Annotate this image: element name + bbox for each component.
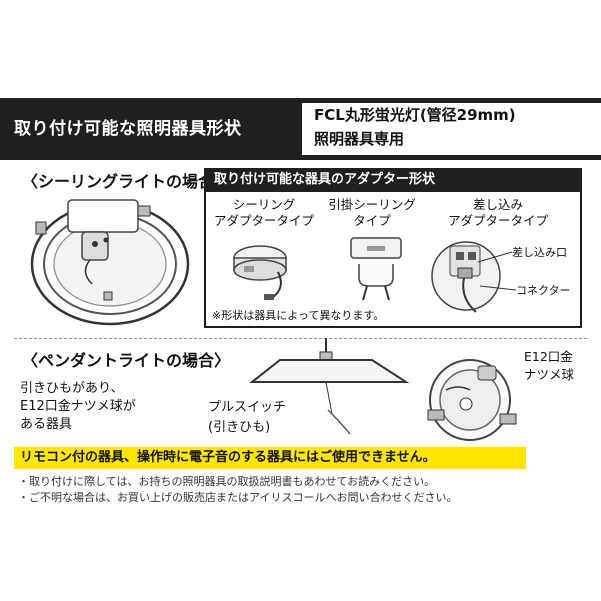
plug-adapter-image xyxy=(431,241,501,313)
type-label-line2: タイプ xyxy=(353,213,391,228)
desc-line: ある器具 xyxy=(20,417,73,432)
shape-footnote: ※形状は器具によって異なります。 xyxy=(212,309,385,322)
pendant-description: 引きひもがあり、 E12口金ナツメ球が ある器具 xyxy=(20,380,136,434)
desc-line: E12口金ナツメ球が xyxy=(20,399,136,414)
bulb-line: E12口金 xyxy=(524,349,573,364)
type-hook-ceiling: 引掛シーリング タイプ xyxy=(322,197,422,229)
pendant-heading: 〈ペンダントライトの場合〉 xyxy=(22,351,231,370)
type-label-line2: アダプタータイプ xyxy=(447,213,548,228)
pendant-inside-illustration xyxy=(427,359,517,441)
warning-banner: リモコン付の器具、操作時に電子音のする器具にはご使用できません。 xyxy=(14,447,526,469)
lamp-type: FCL丸形蛍光灯(管径29mm) xyxy=(314,106,516,124)
adapter-title: 取り付け可能な器具のアダプター形状 xyxy=(204,168,582,192)
pendant-lamp-illustration xyxy=(249,338,410,435)
type-ceiling-adapter: シーリング アダプタータイプ xyxy=(207,197,321,229)
section-divider xyxy=(14,338,587,339)
desc-line: 引きひもがあり、 xyxy=(20,381,124,396)
note-line: ・取り付けに際しては、お持ちの照明器具の取扱説明書もあわせてお読みください。 xyxy=(18,475,436,488)
ceiling-adapter-image xyxy=(233,245,287,300)
note-line: ・ご不明な場合は、お買い上げの販売店またはアイリスコールへお問い合わせください。 xyxy=(18,491,458,504)
type-plug-adapter: 差し込み アダプタータイプ xyxy=(438,197,558,229)
pull-switch-label: プルスイッチ (引きひも) xyxy=(208,398,286,438)
type-label-line1: 引掛シーリング xyxy=(328,197,416,212)
ceiling-light-illustration xyxy=(30,199,190,326)
pull-line: プルスイッチ xyxy=(208,400,287,415)
type-label-line1: 差し込み xyxy=(472,197,523,212)
header-title: 取り付け可能な照明器具形状 xyxy=(14,119,242,139)
bulb-label: E12口金 ナツメ球 xyxy=(524,348,574,384)
type-label-line1: シーリング xyxy=(232,197,296,212)
label-connector: コネクター xyxy=(516,284,571,297)
bulb-line: ナツメ球 xyxy=(524,367,575,382)
lamp-info-box xyxy=(302,103,601,155)
hook-ceiling-image xyxy=(350,237,402,301)
lamp-usage: 照明器具専用 xyxy=(314,130,405,148)
ceiling-heading: 〈シーリングライトの場合〉 xyxy=(22,172,231,191)
pull-line: (引きひも) xyxy=(208,420,271,435)
type-label-line2: アダプタータイプ xyxy=(213,213,314,228)
leader-lines xyxy=(477,251,517,291)
label-socket: 差し込み口 xyxy=(512,246,567,259)
